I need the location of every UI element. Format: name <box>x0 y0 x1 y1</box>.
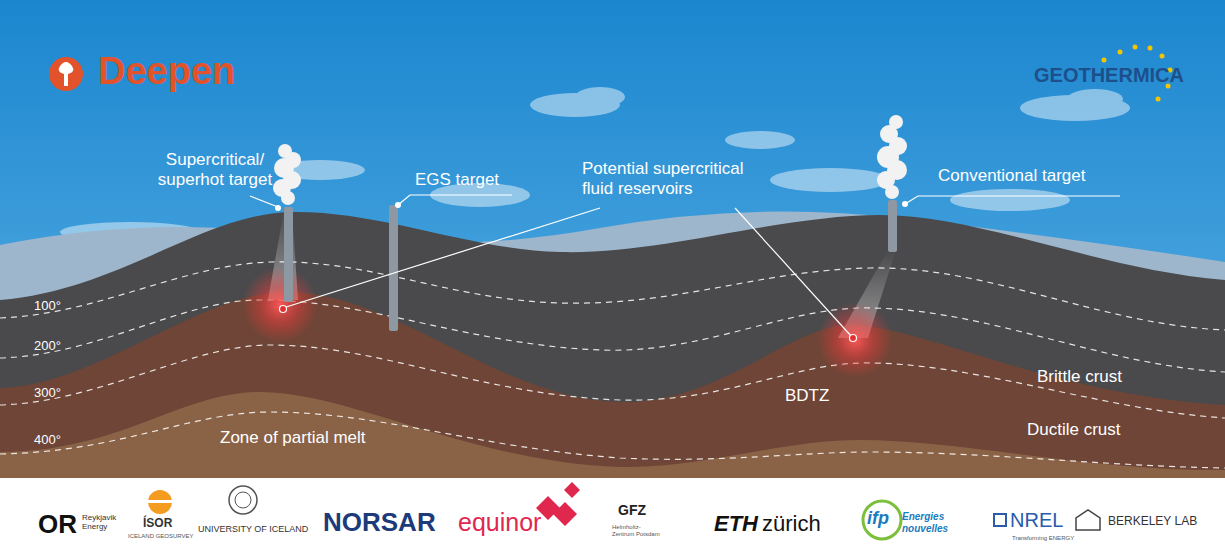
partner-logo: ifp <box>867 508 889 529</box>
partner-logo: ICELAND GEOSURVEY <box>128 533 194 540</box>
leader-lines <box>250 195 1120 337</box>
leader-dots <box>275 201 908 211</box>
partner-logo: ÍSOR <box>143 517 172 531</box>
zone-label: Zone of partial melt <box>220 428 366 448</box>
partner-logo: zürich <box>762 511 821 536</box>
brittle-crust <box>0 212 1225 478</box>
partner-logo: equinor <box>458 508 541 537</box>
temperature-label: 400° <box>34 433 61 448</box>
partner-logo: NORSAR <box>323 508 436 538</box>
temperature-label: 200° <box>34 339 61 354</box>
reservoir-glow <box>817 302 893 378</box>
temperature-label: 300° <box>34 386 61 401</box>
isotherms <box>0 262 1225 468</box>
partner-logo: Reykjavik Energy <box>82 513 126 531</box>
partner-logo: UNIVERSITY OF ICELAND <box>198 524 308 534</box>
zone-label: Ductile crust <box>1027 420 1121 440</box>
zone-label: BDTZ <box>785 386 829 406</box>
callout-label: Supercritical/ superhot target <box>145 150 285 189</box>
partner-logo: NREL <box>1010 509 1063 532</box>
partner-logo: GFZ <box>618 502 646 518</box>
partial-melt-zone <box>0 392 1225 478</box>
callout-label: Conventional target <box>938 166 1085 186</box>
deepen-logo-icon <box>49 57 83 91</box>
sky <box>0 0 1225 478</box>
zone-label: Brittle crust <box>1037 367 1122 387</box>
steam-plumes <box>273 115 907 205</box>
ductile-crust <box>0 292 1225 478</box>
partner-logo-icons <box>148 482 1100 539</box>
partner-logo: Energies nouvelles <box>902 511 966 534</box>
wells <box>284 200 897 331</box>
partner-logo: Transforming ENERGY <box>1012 535 1074 542</box>
title: Deepen <box>98 50 235 94</box>
callout-label: EGS target <box>415 170 499 190</box>
partner-logo: OR <box>38 510 77 540</box>
partner-logo: ETH <box>714 511 758 536</box>
distant-hills <box>0 211 1225 478</box>
callout-label: Potential supercritical fluid reservoirs <box>582 159 772 198</box>
partner-logo: BERKELEY LAB <box>1108 515 1197 529</box>
reservoir-dots <box>280 306 857 342</box>
sponsor-logo: GEOTHERMICA <box>1034 64 1184 87</box>
temperature-label: 100° <box>34 299 61 314</box>
partner-strip <box>0 478 1225 559</box>
reservoir-glow <box>242 267 318 343</box>
partner-logo: Helmholtz-Zentrum Potsdam <box>612 524 662 538</box>
clouds <box>60 87 1130 242</box>
